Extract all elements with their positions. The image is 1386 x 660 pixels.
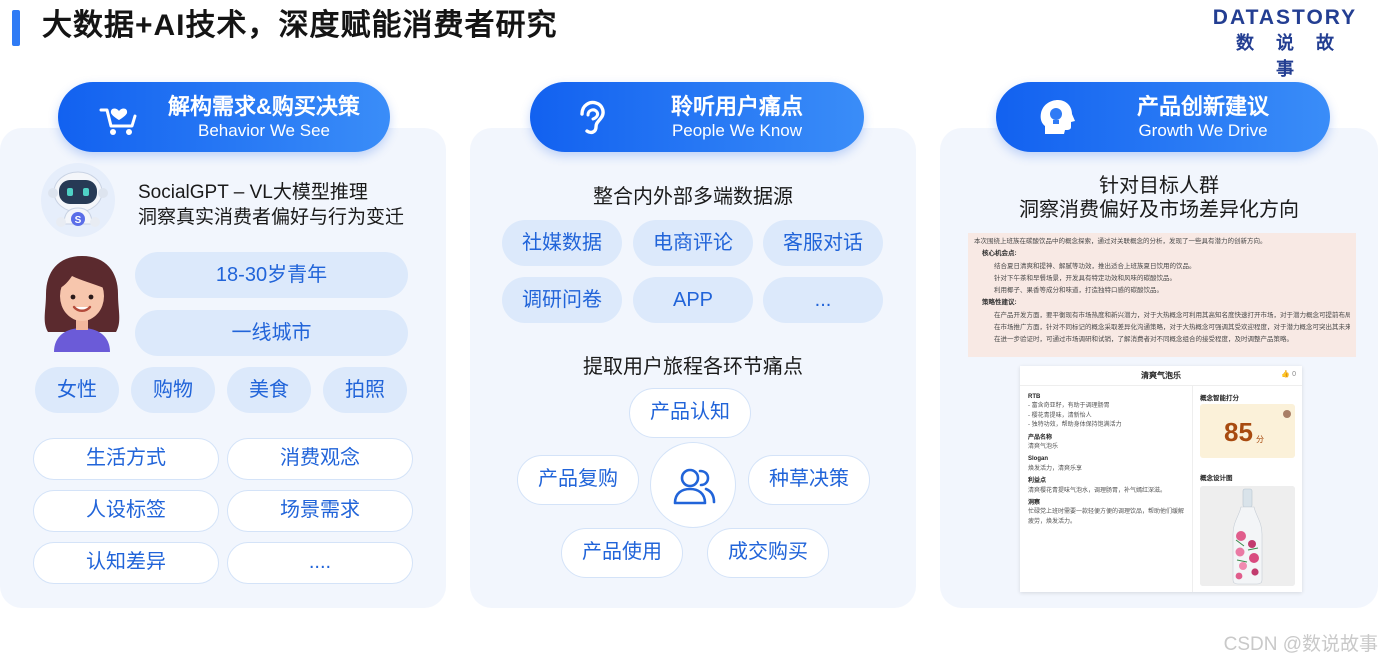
score-box: 85 分 [1200,404,1295,458]
card-vertical-divider [1192,386,1193,592]
panel-growth-subtitle: Growth We Drive [1138,121,1268,140]
data-source-chip[interactable]: 电商评论 [633,220,753,266]
persona-tag[interactable]: 女性 [35,367,119,413]
report-section-title: 策略性建议: [982,299,1017,307]
design-image-label: 概念设计图 [1200,475,1233,482]
watermark: CSDN @数说故事 [1223,634,1378,655]
persona-tag[interactable]: 美食 [227,367,311,413]
panel-growth-header: 产品创新建议 Growth We Drive [996,82,1330,152]
score-unit: 分 [1256,435,1264,444]
journey-stage[interactable]: 产品复购 [517,455,639,505]
journey-heading: 提取用户旅程各环节痛点 [583,356,803,378]
insight-tag[interactable]: 人设标签 [33,490,219,532]
brand-logo-cn: 数说故事 [1236,33,1356,79]
concept-details: RTB - 富含奇亚籽，有助于调理肠胃 - 樱花青提味，清新怡人 - 独特功效，… [1028,390,1196,527]
insight-tag[interactable]: 场景需求 [227,490,413,532]
data-source-chip[interactable]: 客服对话 [763,220,883,266]
data-source-chip[interactable]: APP [633,277,753,323]
shopping-cart-heart-icon [99,108,137,135]
like-count[interactable]: 👍 0 [1281,371,1296,378]
panel-people-title: 聆听用户痛点 [670,94,803,119]
concept-card: 清爽气泡乐 👍 0 RTB - 富含奇亚籽，有助于调理肠胃 - 樱花青提味，清新… [1020,366,1302,592]
panel-people-subtitle: People We Know [671,121,803,140]
journey-stage[interactable]: 成交购买 [707,528,829,578]
page-title: 大数据+AI技术，深度赋能消费者研究 [42,9,558,42]
panel-behavior-header: 解构需求&购买决策 Behavior We See [58,82,390,152]
data-source-chip[interactable]: 社媒数据 [502,220,622,266]
brand-logo: DATASTORY 数说故事 [1200,6,1370,82]
persona-tag[interactable]: 拍照 [323,367,407,413]
report-bullet: 在市场推广方面，针对不同标记的概念采取差异化沟通策略，对于大热概念可强调其受欢迎… [994,324,1350,332]
concept-report: 本次围绕上班族在碳酸饮品中的概念探索，通过对关联概念的分析，发现了一些具有潜力的… [968,233,1356,357]
like-count-value: 0 [1292,371,1296,378]
bottle-image [1200,486,1295,586]
insight-tag[interactable]: 认知差异 [33,542,219,584]
benefit-label: 利益点 [1028,478,1047,485]
data-source-chip[interactable]: ... [763,277,883,323]
panel-growth-title: 产品创新建议 [1136,94,1269,119]
socialgpt-line2: 洞察真实消费者偏好与行为变迁 [138,207,405,228]
users-icon [673,468,716,505]
journey-stage[interactable]: 产品使用 [561,528,683,578]
socialgpt-line1: SocialGPT – VL大模型推理 [138,182,368,203]
slogan-value: 焕发活力，清爽乐享 [1028,465,1083,472]
report-bullet: 在产品开发方面，要平衡现有市场热度和新兴潜力，对于大热概念可利用其高知名度快速打… [994,311,1350,319]
panel-people [470,128,916,608]
svg-text:S: S [75,215,82,226]
report-intro: 本次围绕上班族在碳酸饮品中的概念探索，通过对关联概念的分析，发现了一些具有潜力的… [974,238,1267,245]
data-source-chip[interactable]: 调研问卷 [502,277,622,323]
panel-behavior-subtitle: Behavior We See [198,121,330,140]
panel-behavior-title: 解构需求&购买决策 [168,94,360,119]
female-consumer-avatar [44,256,120,352]
slogan-label: Slogan [1028,456,1049,463]
target-heading-line2: 洞察消费偏好及市场差异化方向 [1019,199,1299,221]
journey-stage[interactable]: 种草决策 [748,455,870,505]
product-name-label: 产品名称 [1028,434,1053,441]
insight-line: 疲劳，焕发活力。 [1028,518,1077,525]
data-sources-heading: 整合内外部多端数据源 [593,186,793,208]
benefit-value: 清爽樱花青提味气泡水，调理肠胃，补气嫣红深滋。 [1028,487,1167,494]
socialgpt-description: SocialGPT – VL大模型推理 洞察真实消费者偏好与行为变迁 [138,180,404,230]
panel-people-header: 聆听用户痛点 People We Know [530,82,864,152]
report-bullet: 利用椰子、果香等成分和味道，打造独特口感的碳酸饮品。 [994,287,1163,295]
robot-avatar-icon: S [41,163,115,237]
concept-design-image [1200,486,1295,586]
ear-icon [580,100,605,135]
insight-tag[interactable]: 消费观念 [227,438,413,480]
brand-logo-en: DATASTORY [1212,6,1358,29]
score-label: 概念智能打分 [1200,395,1239,402]
report-bullet: 结合夏日清爽和提神、解腻等功效，推出适合上班族夏日饮用的饮品。 [994,262,1196,270]
persona-tag[interactable]: 购物 [131,367,215,413]
concept-card-title: 清爽气泡乐 [1141,371,1181,380]
persona-chip-city[interactable]: 一线城市 [135,310,408,356]
insight-tag[interactable]: .... [227,542,413,584]
score-value: 85 [1224,417,1253,447]
journey-center [650,442,736,528]
lightbulb-head-icon [1040,100,1075,134]
journey-stage[interactable]: 产品认知 [629,388,751,438]
target-heading-line1: 针对目标人群 [1099,175,1219,197]
card-divider [1020,385,1302,386]
info-icon[interactable] [1283,410,1291,418]
insight-line: 忙碌党上班时需要一款轻便方便的调理饮品，帮助他们缓解 [1028,509,1185,516]
report-bullet: 针对下午茶和早餐场景，开发具有特定功效和风味的碳酸饮品。 [994,274,1176,282]
rtb-item: - 富含奇亚籽，有助于调理肠胃 [1028,403,1110,410]
report-section-title: 核心机会点: [982,250,1017,258]
insight-tag[interactable]: 生活方式 [33,438,219,480]
persona-chip-age[interactable]: 18-30岁青年 [135,252,408,298]
rtb-label: RTB [1028,394,1041,400]
insight-label: 洞察 [1028,500,1041,507]
title-accent-bar [12,10,20,46]
product-name-value: 清爽气泡乐 [1028,444,1059,451]
rtb-item: - 樱花青提味，清新怡人 [1028,412,1092,419]
report-bullet: 在进一步验证时，可通过市场调研和试销，了解消费者对不同概念组合的接受程度，及时调… [994,336,1293,344]
rtb-item: - 独特功效，帮助身体保持饱满活力 [1028,422,1122,429]
